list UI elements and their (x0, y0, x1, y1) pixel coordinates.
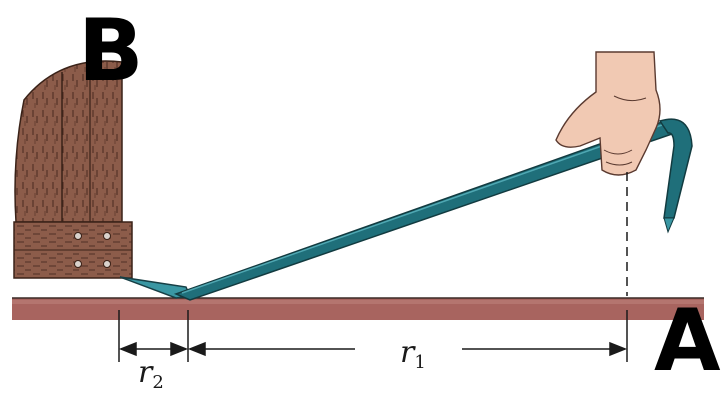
point-a-label: A (654, 291, 721, 391)
point-b-label: B (78, 1, 144, 101)
r2-symbol: r (138, 355, 153, 390)
r1-symbol: r (400, 335, 415, 370)
ground (12, 297, 704, 320)
r2-label: r2 (138, 358, 164, 392)
hand (555, 51, 661, 176)
r1-subscript: 1 (414, 352, 426, 373)
r1-label: r1 (400, 338, 426, 372)
wooden-crate (13, 60, 133, 279)
dimension-lines (118, 310, 628, 362)
r2-subscript: 2 (152, 372, 164, 393)
